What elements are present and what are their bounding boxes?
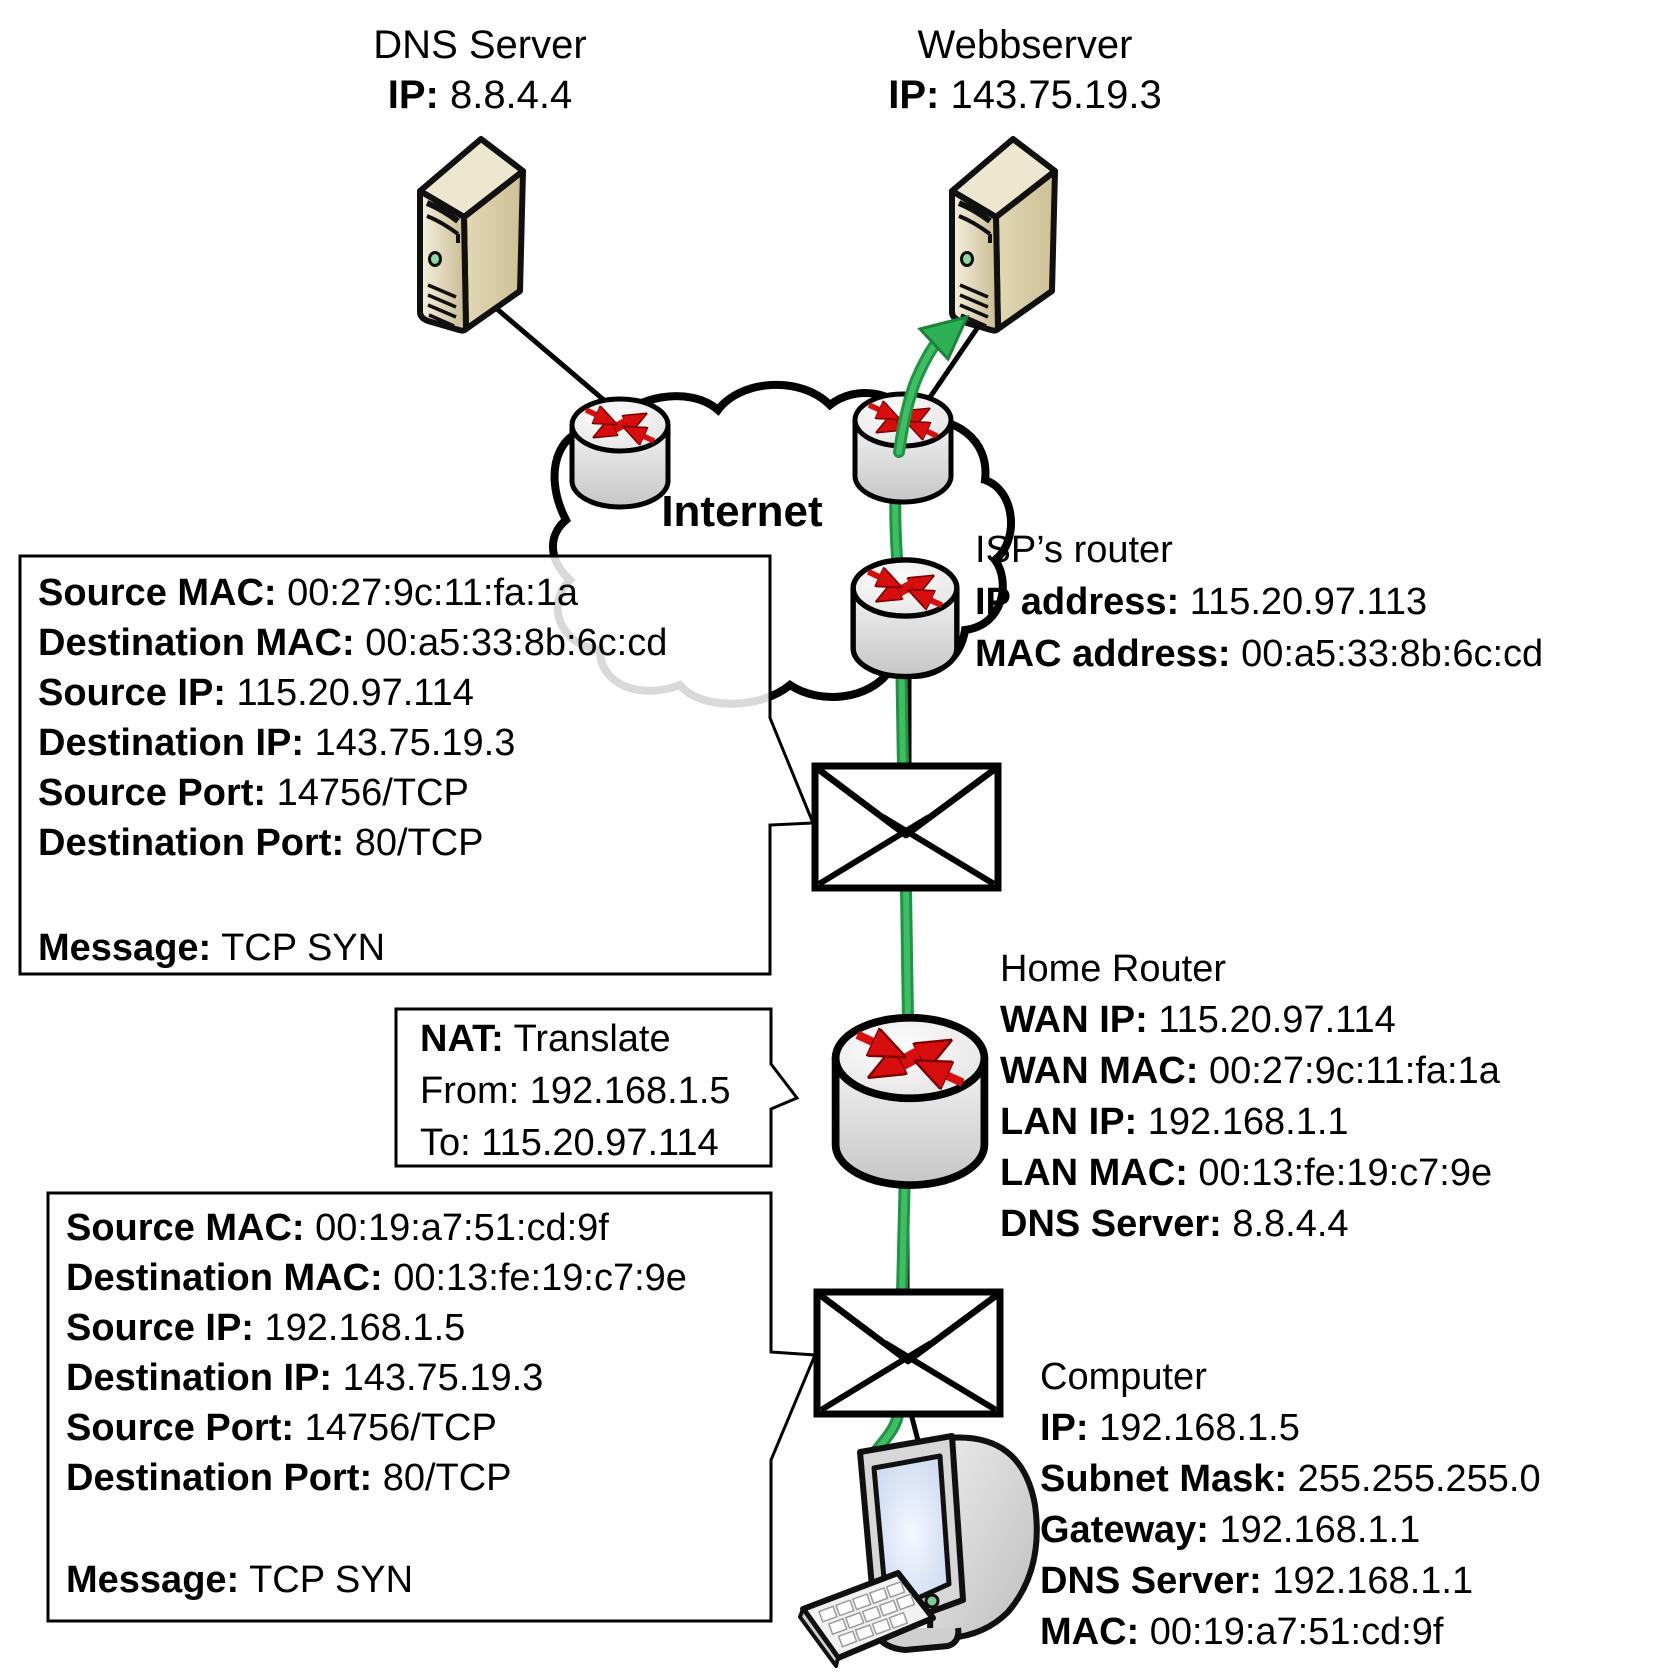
wan-packet-details: Source MAC: 00:27:9c:11:fa:1a Destinatio… <box>38 568 667 973</box>
packet-field: Destination IP: 143.75.19.3 <box>66 1357 544 1399</box>
dns-server-label: DNS Server IP: 8.8.4.4 <box>300 20 660 120</box>
dns-server-icon <box>420 139 523 331</box>
packet-message: Message: TCP SYN <box>66 1559 414 1601</box>
computer-mac: MAC: 00:19:a7:51:cd:9f <box>1040 1611 1444 1653</box>
home-router-icon <box>836 1018 985 1185</box>
packet-field: Source Port: 14756/TCP <box>38 772 469 814</box>
dns-server-ip: IP: 8.8.4.4 <box>387 73 573 117</box>
packet-message: Message: TCP SYN <box>38 927 386 969</box>
webserver-icon <box>952 139 1055 331</box>
computer-gateway: Gateway: 192.168.1.1 <box>1040 1509 1421 1551</box>
home-router-dns: DNS Server: 8.8.4.4 <box>1000 1203 1349 1245</box>
nat-translation-note: NAT: Translate From: 192.168.1.5 To: 115… <box>420 1013 731 1169</box>
computer-label: Computer IP: 192.168.1.5 Subnet Mask: 25… <box>1040 1352 1541 1658</box>
link-webserver-to-core-router <box>923 325 981 405</box>
webserver-ip: IP: 143.75.19.3 <box>888 73 1162 117</box>
packet-field: Destination Port: 80/TCP <box>38 822 484 864</box>
packet-field: Source MAC: 00:19:a7:51:cd:9f <box>66 1207 609 1249</box>
wan-packet-envelope-icon <box>815 766 998 888</box>
packet-field: Source IP: 192.168.1.5 <box>66 1307 466 1349</box>
computer-dns: DNS Server: 192.168.1.1 <box>1040 1560 1474 1602</box>
computer-icon <box>798 1433 1040 1668</box>
packet-field: Source MAC: 00:27:9c:11:fa:1a <box>38 572 579 614</box>
packet-field: Source IP: 115.20.97.114 <box>38 672 474 714</box>
packet-field: Destination MAC: 00:a5:33:8b:6c:cd <box>38 622 668 664</box>
webserver-title: Webbserver <box>917 23 1133 67</box>
lan-packet-envelope-icon <box>817 1292 1000 1414</box>
packet-field: Source Port: 14756/TCP <box>66 1407 497 1449</box>
home-router-lan-ip: LAN IP: 192.168.1.1 <box>1000 1101 1349 1143</box>
packet-field: Destination Port: 80/TCP <box>66 1457 512 1499</box>
computer-subnet: Subnet Mask: 255.255.255.0 <box>1040 1458 1541 1500</box>
lan-packet-callout-box <box>46 1191 818 1623</box>
computer-ip: IP: 192.168.1.5 <box>1040 1407 1300 1449</box>
home-router-wan-mac: WAN MAC: 00:27:9c:11:fa:1a <box>1000 1050 1500 1092</box>
nat-callout-box <box>394 1007 800 1168</box>
isp-router-title: ISP’s router <box>975 529 1173 571</box>
home-router-label: Home Router WAN IP: 115.20.97.114 WAN MA… <box>1000 944 1500 1250</box>
computer-title: Computer <box>1040 1356 1207 1398</box>
wan-packet-callout-box <box>18 554 816 976</box>
isp-router-mac: MAC address: 00:a5:33:8b:6c:cd <box>975 633 1544 675</box>
home-router-wan-ip: WAN IP: 115.20.97.114 <box>1000 999 1396 1041</box>
isp-router-icon <box>853 560 957 677</box>
dns-server-title: DNS Server <box>373 23 587 67</box>
link-dns-to-core-router <box>495 307 607 403</box>
isp-router-label: ISP’s router IP address: 115.20.97.113 M… <box>975 524 1543 680</box>
keyboard-icon <box>798 1570 936 1668</box>
packet-field: Destination MAC: 00:13:fe:19:c7:9e <box>66 1257 687 1299</box>
green-flow-arrowhead <box>893 314 970 458</box>
internet-label: Internet <box>661 487 823 536</box>
home-router-lan-mac: LAN MAC: 00:13:fe:19:c7:9e <box>1000 1152 1493 1194</box>
home-router-title: Home Router <box>1000 948 1226 990</box>
nat-to: To: 115.20.97.114 <box>420 1122 719 1164</box>
isp-router-ip: IP address: 115.20.97.113 <box>975 581 1428 623</box>
webserver-label: Webbserver IP: 143.75.19.3 <box>830 20 1220 120</box>
nat-line: NAT: Translate <box>420 1018 671 1060</box>
lan-packet-details: Source MAC: 00:19:a7:51:cd:9f Destinatio… <box>66 1203 687 1605</box>
nat-from: From: 192.168.1.5 <box>420 1070 731 1112</box>
packet-field: Destination IP: 143.75.19.3 <box>38 722 516 764</box>
